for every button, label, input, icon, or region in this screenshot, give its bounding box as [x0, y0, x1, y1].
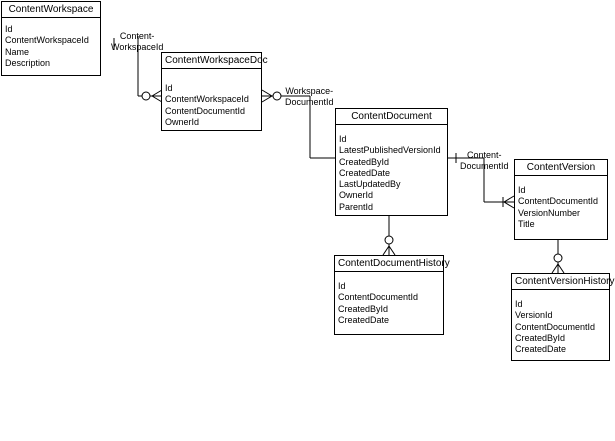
field-list: Id VersionId ContentDocumentId CreatedBy… [512, 290, 609, 355]
connector-version-to-versionhistory [551, 240, 565, 274]
entity-content-document-history: ContentDocumentHistory Id ContentDocumen… [334, 255, 450, 335]
field-list: Id ContentWorkspaceId ContentDocumentId … [162, 69, 261, 128]
label-line-2: DocumentId [285, 97, 334, 107]
connector-workspace-to-workspacedoc [113, 36, 163, 103]
entity-content-version-history: ContentVersionHistory Id VersionId Conte… [511, 273, 615, 361]
entity-content-document: ContentDocument Id LatestPublishedVersio… [335, 108, 448, 216]
label-line-2: WorkspaceId [111, 42, 164, 52]
field-item: ContentDocumentId [515, 321, 596, 332]
field-list: Id LatestPublishedVersionId CreatedById … [336, 125, 447, 213]
entity-title: ContentWorkspaceDoc [162, 53, 268, 69]
entity-content-workspace-doc: ContentWorkspaceDoc Id ContentWorkspaceI… [161, 52, 268, 131]
entity-content-version: ContentVersion Id ContentDocumentId Vers… [514, 159, 608, 240]
field-list: Id ContentDocumentId CreatedById Created… [335, 272, 443, 326]
entity-title: ContentVersionHistory [512, 274, 615, 290]
entity-title: ContentVersion [515, 160, 607, 176]
label-workspace-documentid: Workspace- DocumentId [285, 86, 334, 108]
field-item: Id [5, 24, 13, 34]
field-item: CreatedDate [338, 314, 390, 325]
field-item: ContentDocumentId [338, 292, 419, 303]
label-line-1: Workspace- [285, 86, 334, 96]
field-item: Id [338, 281, 346, 291]
label-content-workspaceid: Content- WorkspaceId [111, 31, 163, 53]
field-item: CreatedById [339, 156, 390, 167]
field-item: ContentWorkspaceId [5, 35, 89, 46]
field-item: CreatedById [338, 303, 389, 314]
field-item: Title [518, 218, 535, 229]
field-item: Id [339, 134, 347, 144]
entity-title: ContentDocument [336, 109, 447, 125]
field-item: ContentWorkspaceId [165, 94, 249, 105]
field-item: LatestPublishedVersionId [339, 145, 441, 156]
label-line-1: Content- [119, 31, 155, 41]
field-item: OwnerId [339, 190, 374, 201]
field-item: Id [518, 185, 526, 195]
field-item: ParentId [339, 201, 374, 212]
field-item: ContentDocumentId [518, 196, 599, 207]
field-item: LastUpdatedBy [339, 179, 401, 190]
field-item: Id [515, 299, 523, 309]
field-item: CreatedDate [339, 167, 391, 178]
connector-workspacedoc-to-document [261, 89, 336, 159]
label-content-documentid: Content- DocumentId [460, 150, 509, 172]
field-item: Name [5, 46, 30, 57]
field-item: CreatedDate [515, 344, 567, 355]
label-line-2: DocumentId [460, 161, 509, 171]
entity-title: ContentDocumentHistory [335, 256, 450, 272]
field-item: OwnerId [165, 116, 200, 127]
entity-content-workspace: ContentWorkspace Id ContentWorkspaceId N… [1, 1, 101, 76]
field-item: VersionId [515, 310, 553, 321]
field-item: Id [165, 83, 173, 93]
connector-document-to-version [448, 153, 515, 209]
field-item: ContentDocumentId [165, 105, 246, 116]
field-list: Id ContentWorkspaceId Name Description [2, 18, 100, 69]
connector-document-to-documenthistory [382, 216, 396, 256]
field-item: VersionNumber [518, 207, 581, 218]
label-line-1: Content- [467, 150, 502, 160]
field-item: Description [5, 57, 51, 68]
field-item: CreatedById [515, 332, 566, 343]
field-list: Id ContentDocumentId VersionNumber Title [515, 176, 607, 230]
entity-title: ContentWorkspace [2, 2, 100, 18]
